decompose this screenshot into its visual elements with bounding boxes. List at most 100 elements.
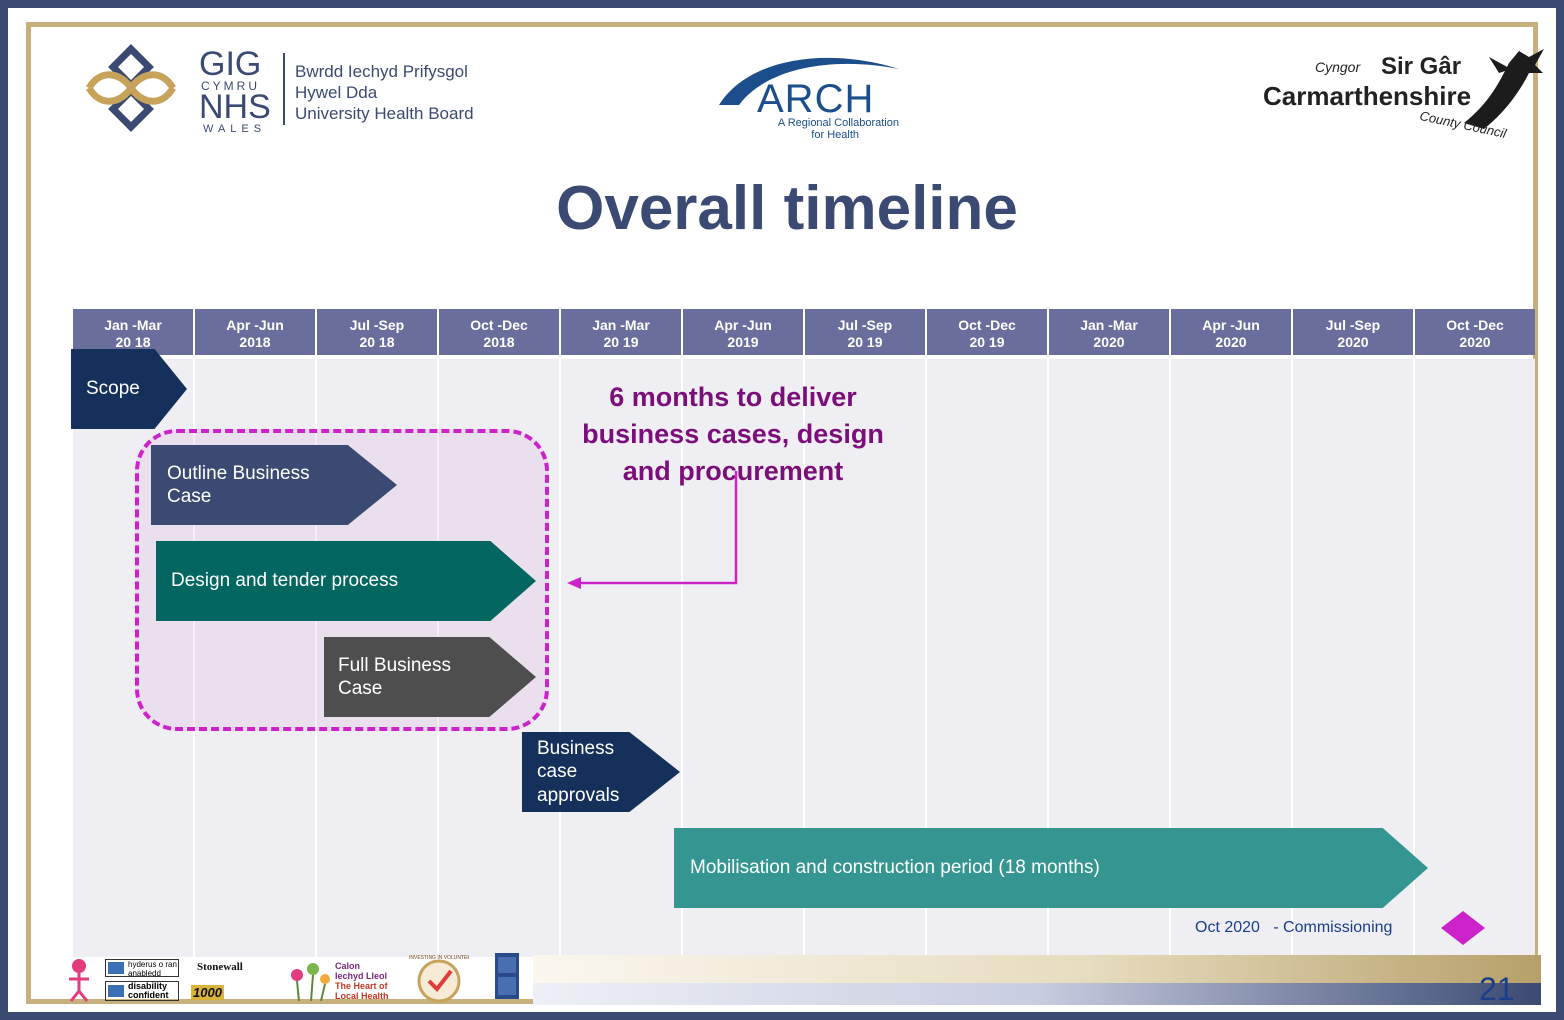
quarter-year: 20 18 — [359, 334, 395, 350]
quarter-label: Jan -Mar — [592, 317, 650, 333]
sir-gar-text: Sir Gâr — [1381, 53, 1462, 80]
quarter-label: Oct -Dec — [1446, 317, 1504, 333]
stonewall-text: Stonewall — [197, 961, 243, 973]
slide: GIG CYMRU NHS WALES Bwrdd Iechyd Prifysg… — [26, 22, 1544, 1007]
disability-english-text: disability confident — [105, 981, 179, 1001]
milestone-date: Oct 2020 — [1195, 919, 1260, 936]
quarter-year: 20 18 — [115, 334, 151, 350]
investing-in-volunteers-text: INVESTING IN VOLUNTEERS — [409, 955, 469, 961]
full-business-case-bar: Full Business Case — [324, 637, 536, 717]
business-case-approvals-bar: Business case approvals — [522, 732, 680, 812]
nhs-hywel-dda-logo: GIG CYMRU NHS WALES Bwrdd Iechyd Prifysg… — [81, 43, 511, 135]
callout-arrow — [567, 471, 738, 589]
flowers-icon — [291, 963, 330, 1002]
arch-tagline: A Regional Collaboration for Health — [729, 117, 899, 141]
health-board-name: Bwrdd Iechyd Prifysgol Hywel Dda Univers… — [295, 61, 474, 124]
calon-line1: Calon — [335, 961, 361, 971]
milestone-diamond-icon — [1441, 911, 1485, 945]
quarter-year: 2018 — [483, 334, 515, 350]
gig-text: GIG — [199, 45, 262, 83]
disability-badge-icon — [108, 962, 124, 974]
quarter-year: 2020 — [1337, 334, 1369, 350]
quarter-year: 2020 — [1215, 334, 1247, 350]
celtic-knot-icon — [86, 44, 176, 132]
approvals-label-line3: approvals — [537, 784, 620, 806]
arch-logo: ARCH A Regional Collaboration for Health — [709, 47, 909, 142]
page-number: 21 — [1479, 971, 1515, 1007]
construction-label: Mobilisation and construction period (18… — [690, 857, 1100, 878]
calon-line4: Local Health — [335, 991, 389, 1001]
callout-line2: business cases, design — [582, 419, 884, 449]
milestone-label: Oct 2020 - Commissioning — [1195, 919, 1392, 937]
scope-label: Scope — [86, 378, 140, 399]
callout-text: 6 months to deliver business cases, desi… — [553, 379, 913, 490]
stonewall-logo: Stonewall 1000 — [191, 961, 281, 1003]
quarter-label: Jan -Mar — [1080, 317, 1138, 333]
dragon-icon — [1464, 49, 1544, 129]
quarter-label: Apr -Jun — [226, 317, 284, 333]
fbc-label-line1: Full Business — [338, 655, 451, 676]
health-board-line1: Bwrdd Iechyd Prifysgol — [295, 62, 468, 81]
disability-confident-logo: hyderus o ran anabledd disability confid… — [105, 959, 181, 1003]
design-tender-bar: Design and tender process — [156, 541, 536, 621]
outline-business-case-bar: Outline Business Case — [151, 445, 397, 525]
quarter-year: 2020 — [1093, 334, 1125, 350]
approvals-label-line2: case — [537, 761, 578, 783]
disability-welsh-text: hyderus o ran anabledd — [105, 959, 179, 978]
obc-label-line1: Outline Business — [167, 463, 310, 484]
quarter-label: Jan -Mar — [104, 317, 162, 333]
calon-line2: Iechyd Lleol — [335, 971, 388, 981]
quarter-year: 2018 — [239, 334, 271, 350]
quarter-label: Jul -Sep — [837, 317, 893, 333]
person-icon — [69, 959, 89, 1002]
arch-swoosh-icon — [719, 57, 899, 105]
quarter-column — [1415, 359, 1535, 957]
disability-badge-icon — [108, 985, 124, 997]
cymru-text: CYMRU — [201, 79, 260, 93]
calon-logo: Calon Iechyd Lleol The Heart of Local He… — [335, 961, 389, 1001]
quarter-label: Oct -Dec — [470, 317, 528, 333]
milestone-text: - Commissioning — [1273, 919, 1393, 936]
quarter-year: 20 19 — [603, 334, 639, 350]
cyngor-text: Cyngor — [1315, 59, 1361, 75]
design-label: Design and tender process — [171, 570, 399, 591]
callout-line3: and procurement — [622, 456, 844, 486]
quarter-year: 20 19 — [847, 334, 883, 350]
quarter-year: 20 19 — [969, 334, 1005, 350]
fbc-label-line2: Case — [338, 678, 383, 699]
stonewall-1000-text: 1000 — [191, 985, 224, 1000]
health-board-line2: Hywel Dda — [295, 83, 378, 102]
logo-divider — [283, 53, 285, 125]
carmarthenshire-text: Carmarthenshire — [1263, 81, 1472, 111]
quarter-label: Jul -Sep — [1325, 317, 1381, 333]
quarter-year: 2020 — [1459, 334, 1491, 350]
quarter-column — [561, 359, 681, 957]
calon-line3: The Heart of — [335, 981, 388, 991]
obc-label-line2: Case — [167, 486, 212, 507]
arch-tagline-line2: for Health — [811, 129, 859, 141]
nhs-text: NHS — [199, 88, 271, 126]
health-board-line3: University Health Board — [295, 104, 474, 123]
slide-title: Overall timeline — [556, 174, 1018, 243]
quarter-label: Apr -Jun — [714, 317, 772, 333]
quarter-label: Oct -Dec — [958, 317, 1016, 333]
callout-line1: 6 months to deliver — [609, 382, 857, 412]
arch-text: ARCH — [757, 77, 875, 121]
footer-band-blue — [533, 983, 1541, 1005]
approvals-label-line1: Business — [537, 737, 615, 759]
health-at-work-icon — [495, 953, 519, 999]
construction-bar: Mobilisation and construction period (18… — [674, 828, 1428, 908]
arch-tagline-line1: A Regional Collaboration — [777, 117, 899, 129]
